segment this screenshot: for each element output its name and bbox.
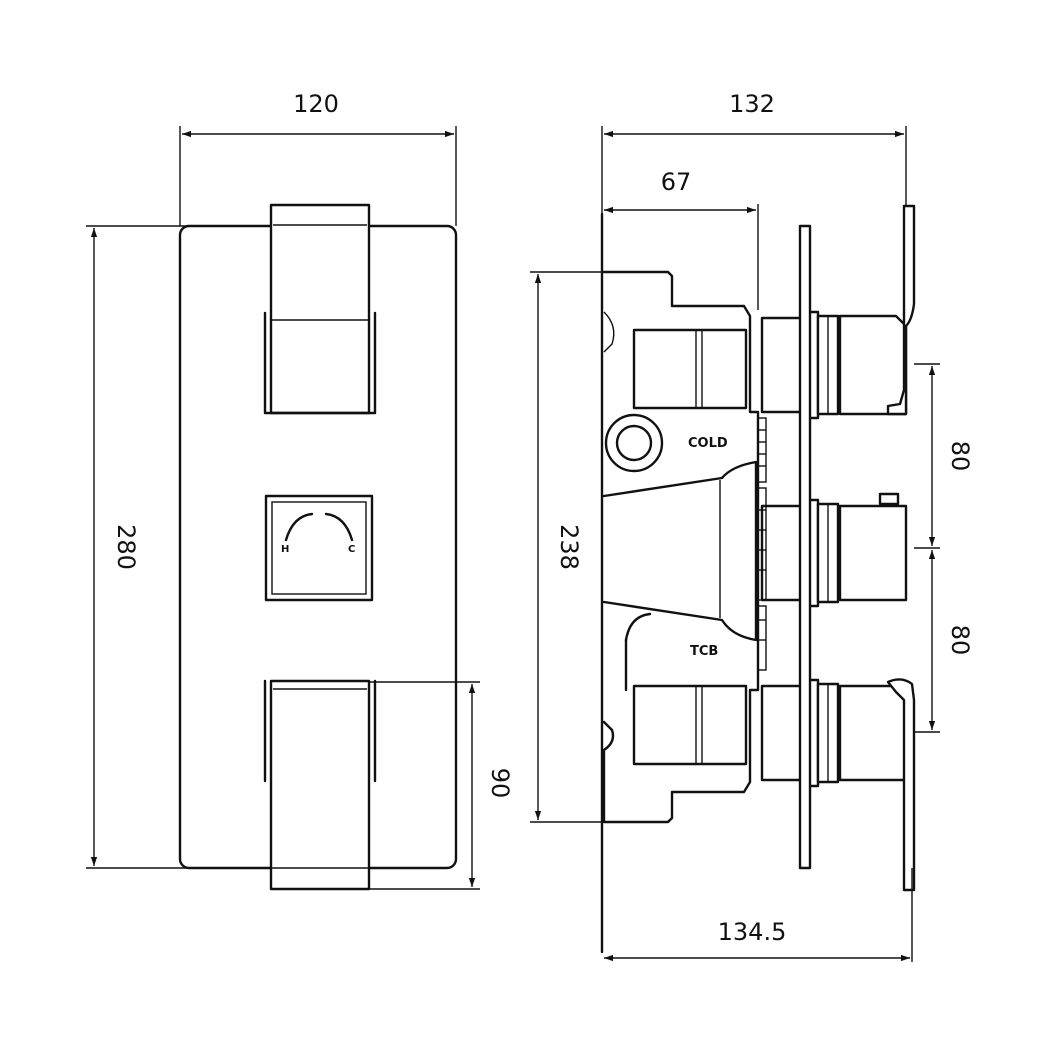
upper-cartridge	[632, 328, 748, 410]
dimension-label-132: 132	[729, 90, 775, 118]
dimension-side-overall: 134.5	[604, 868, 913, 962]
lower-knob-side	[838, 684, 908, 782]
side-view: COLD TCB	[530, 90, 974, 962]
bottom-lever-handle	[263, 679, 377, 891]
dimension-body-depth: 67	[604, 168, 759, 310]
cold-label: COLD	[688, 436, 728, 451]
tcb-label: TCB	[690, 644, 718, 659]
middle-knob-side	[838, 492, 908, 602]
upper-knob-side	[838, 314, 908, 416]
dimension-label-238: 238	[555, 524, 583, 570]
front-view: H C 120 280 90	[86, 90, 514, 891]
lower-lever-profile	[886, 678, 916, 892]
hot-mark: H	[281, 544, 289, 555]
dimension-label-80-bottom: 80	[946, 625, 974, 656]
dimension-front-height: 280	[86, 225, 272, 869]
dimension-label-120: 120	[293, 90, 339, 118]
lower-cartridge	[632, 684, 748, 766]
dimension-body-height: 238	[530, 271, 604, 823]
cold-inlet-port	[604, 413, 664, 473]
valve-body	[602, 270, 760, 824]
dimension-label-90: 90	[486, 768, 514, 799]
upper-lever-profile	[886, 204, 916, 416]
dimension-side-total: 132	[601, 90, 907, 214]
top-lever-handle	[263, 203, 377, 415]
dimension-handle-height: 90	[369, 681, 514, 890]
dimension-label-280: 280	[112, 524, 140, 570]
dimension-label-67: 67	[661, 168, 692, 196]
dimension-spacing-top: 80	[914, 363, 974, 549]
dimension-label-134-5: 134.5	[718, 918, 787, 946]
dimension-front-width: 120	[179, 90, 457, 226]
cover-plate-side	[798, 224, 812, 870]
temperature-control-knob: H C	[264, 494, 374, 602]
cold-mark: C	[348, 544, 355, 555]
dimension-label-80-top: 80	[946, 441, 974, 472]
thermostatic-cartridge	[602, 460, 758, 692]
dimension-spacing-bottom: 80	[914, 550, 974, 733]
